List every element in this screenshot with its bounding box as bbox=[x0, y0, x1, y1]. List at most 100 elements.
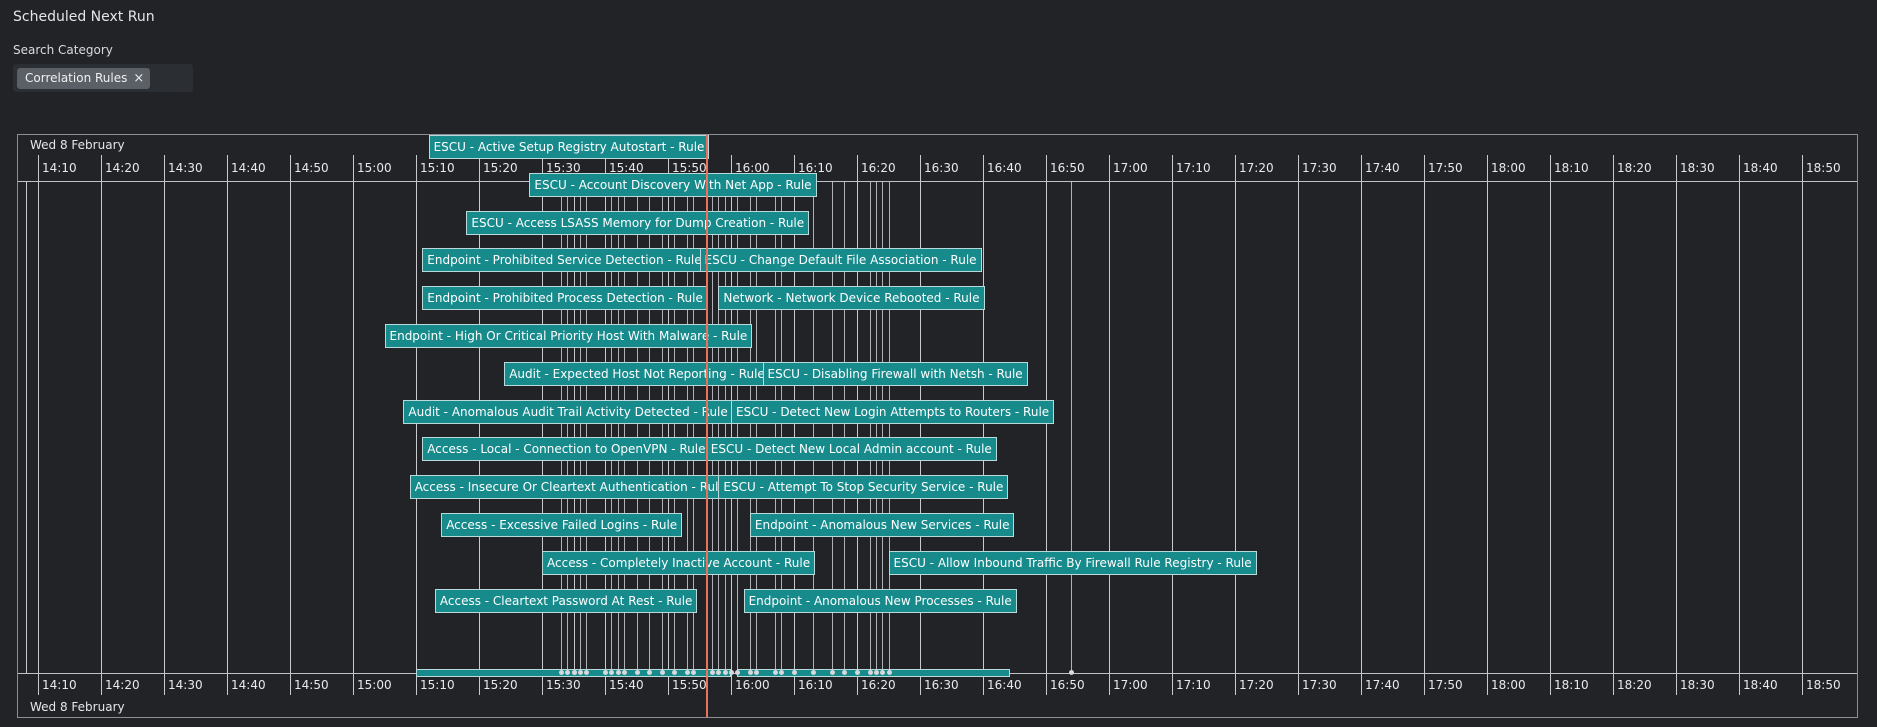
item-start-line bbox=[869, 181, 871, 673]
tick-line bbox=[290, 155, 291, 695]
tick-line bbox=[1676, 155, 1677, 695]
event-dot[interactable] bbox=[615, 670, 621, 675]
rule-item[interactable]: Access - Insecure Or Cleartext Authentic… bbox=[409, 475, 731, 500]
event-dot[interactable] bbox=[672, 670, 678, 675]
rule-item[interactable]: Endpoint - Anomalous New Processes - Rul… bbox=[743, 588, 1017, 613]
event-dot[interactable] bbox=[792, 670, 797, 675]
rule-item[interactable]: Network - Network Device Rebooted - Rule bbox=[718, 286, 985, 311]
tick-label-bottom: 17:20 bbox=[1239, 678, 1274, 692]
tick-label-bottom: 17:00 bbox=[1113, 678, 1148, 692]
event-dot[interactable] bbox=[867, 670, 873, 675]
tick-line bbox=[479, 155, 480, 695]
event-dot[interactable] bbox=[855, 670, 860, 675]
item-start-line bbox=[605, 181, 606, 673]
rule-item[interactable]: Endpoint - Prohibited Process Detection … bbox=[422, 286, 708, 311]
event-dot[interactable] bbox=[754, 670, 760, 675]
tick-label-bottom: 17:40 bbox=[1365, 678, 1400, 692]
event-dot[interactable] bbox=[577, 670, 583, 675]
rule-item[interactable]: Access - Excessive Failed Logins - Rule bbox=[441, 513, 683, 537]
rule-item[interactable]: ESCU - Disabling Firewall with Netsh - R… bbox=[762, 361, 1028, 386]
event-dot[interactable] bbox=[571, 670, 577, 675]
event-dot[interactable] bbox=[565, 670, 571, 675]
tick-label-top: 14:20 bbox=[105, 161, 140, 175]
event-dot[interactable] bbox=[691, 670, 697, 675]
item-start-line bbox=[611, 181, 613, 673]
event-dot[interactable] bbox=[842, 670, 848, 675]
event-dot[interactable] bbox=[880, 670, 886, 675]
rule-item[interactable]: ESCU - Active Setup Registry Autostart -… bbox=[428, 135, 710, 159]
tick-label-top: 16:30 bbox=[924, 161, 959, 175]
tick-label-bottom: 18:30 bbox=[1680, 678, 1715, 692]
event-dot[interactable] bbox=[659, 670, 665, 675]
event-dot[interactable] bbox=[647, 670, 653, 675]
item-start-line bbox=[737, 181, 739, 673]
event-dot[interactable] bbox=[779, 670, 785, 675]
event-dot[interactable] bbox=[829, 670, 835, 675]
tick-label-top: 14:30 bbox=[168, 161, 203, 175]
rule-item[interactable]: ESCU - Allow Inbound Traffic By Firewall… bbox=[888, 550, 1257, 575]
event-dot[interactable] bbox=[621, 670, 627, 675]
rule-item[interactable]: ESCU - Attempt To Stop Security Service … bbox=[718, 475, 1009, 500]
chip-label: Correlation Rules bbox=[25, 71, 128, 85]
event-dot[interactable] bbox=[729, 670, 734, 675]
item-start-line bbox=[718, 181, 720, 673]
tick-label-bottom: 15:30 bbox=[546, 678, 581, 692]
event-dot[interactable] bbox=[684, 670, 690, 675]
item-start-line bbox=[567, 181, 569, 673]
rule-item[interactable]: Access - Completely Inactive Account - R… bbox=[542, 550, 816, 575]
event-dot[interactable] bbox=[634, 670, 640, 675]
rule-item[interactable]: Audit - Anomalous Audit Trail Activity D… bbox=[403, 399, 733, 424]
rule-item[interactable]: Endpoint - High Or Critical Priority Hos… bbox=[384, 324, 753, 348]
event-dot[interactable] bbox=[722, 670, 728, 675]
tick-label-top: 15:40 bbox=[609, 161, 644, 175]
item-start-line bbox=[573, 181, 575, 673]
event-dot[interactable] bbox=[558, 670, 564, 675]
item-start-line bbox=[674, 181, 676, 673]
event-dot[interactable] bbox=[735, 670, 741, 675]
event-dot[interactable] bbox=[810, 670, 816, 675]
rule-item[interactable]: ESCU - Change Default File Association -… bbox=[699, 248, 982, 273]
tick-label-top: 16:50 bbox=[1050, 161, 1085, 175]
event-dot[interactable] bbox=[1069, 670, 1075, 675]
event-dot[interactable] bbox=[773, 670, 779, 675]
item-start-line bbox=[623, 181, 625, 673]
event-dot[interactable] bbox=[873, 670, 879, 675]
tick-line bbox=[1046, 155, 1047, 695]
item-start-line bbox=[649, 181, 651, 673]
close-icon[interactable]: × bbox=[133, 71, 145, 86]
rule-item[interactable]: Access - Local - Connection to OpenVPN -… bbox=[422, 437, 711, 462]
item-start-line bbox=[617, 181, 619, 673]
event-dot[interactable] bbox=[584, 670, 590, 675]
rule-item[interactable]: ESCU - Access LSASS Memory for Dump Crea… bbox=[466, 210, 810, 235]
item-start-line bbox=[882, 181, 884, 673]
top-axis-line bbox=[18, 181, 1857, 182]
tick-label-top: 17:20 bbox=[1239, 161, 1274, 175]
rule-item[interactable]: ESCU - Account Discovery With Net App - … bbox=[529, 172, 817, 197]
rule-item[interactable]: ESCU - Detect New Login Attempts to Rout… bbox=[731, 399, 1055, 424]
event-dot[interactable] bbox=[609, 670, 615, 675]
tick-label-bottom: 15:40 bbox=[609, 678, 644, 692]
event-dot[interactable] bbox=[710, 670, 716, 675]
tick-line bbox=[1361, 155, 1362, 695]
rule-item[interactable]: Endpoint - Anomalous New Services - Rule bbox=[749, 513, 1015, 537]
tick-label-top: 18:00 bbox=[1491, 161, 1526, 175]
rule-item[interactable]: Audit - Expected Host Not Reporting - Ru… bbox=[504, 361, 770, 386]
rule-item[interactable]: Access - Cleartext Password At Rest - Ru… bbox=[434, 588, 698, 613]
event-dot[interactable] bbox=[603, 670, 608, 675]
search-category-multiselect[interactable]: Correlation Rules × bbox=[13, 64, 193, 92]
event-dot[interactable] bbox=[716, 670, 722, 675]
item-start-line bbox=[756, 181, 758, 673]
tick-line bbox=[101, 155, 102, 695]
tick-label-top: 16:20 bbox=[861, 161, 896, 175]
tick-label-bottom: 15:00 bbox=[357, 678, 392, 692]
tick-label-bottom: 17:10 bbox=[1176, 678, 1211, 692]
item-start-line bbox=[781, 181, 783, 673]
rule-item[interactable]: ESCU - Detect New Local Admin account - … bbox=[705, 437, 997, 462]
correlation-rules-chip[interactable]: Correlation Rules × bbox=[17, 68, 151, 89]
event-dot[interactable] bbox=[886, 670, 892, 675]
tick-label-top: 18:10 bbox=[1554, 161, 1589, 175]
event-dot[interactable] bbox=[747, 670, 753, 675]
tick-label-top: 15:00 bbox=[357, 161, 392, 175]
rule-item[interactable]: Endpoint - Prohibited Service Detection … bbox=[422, 248, 707, 273]
